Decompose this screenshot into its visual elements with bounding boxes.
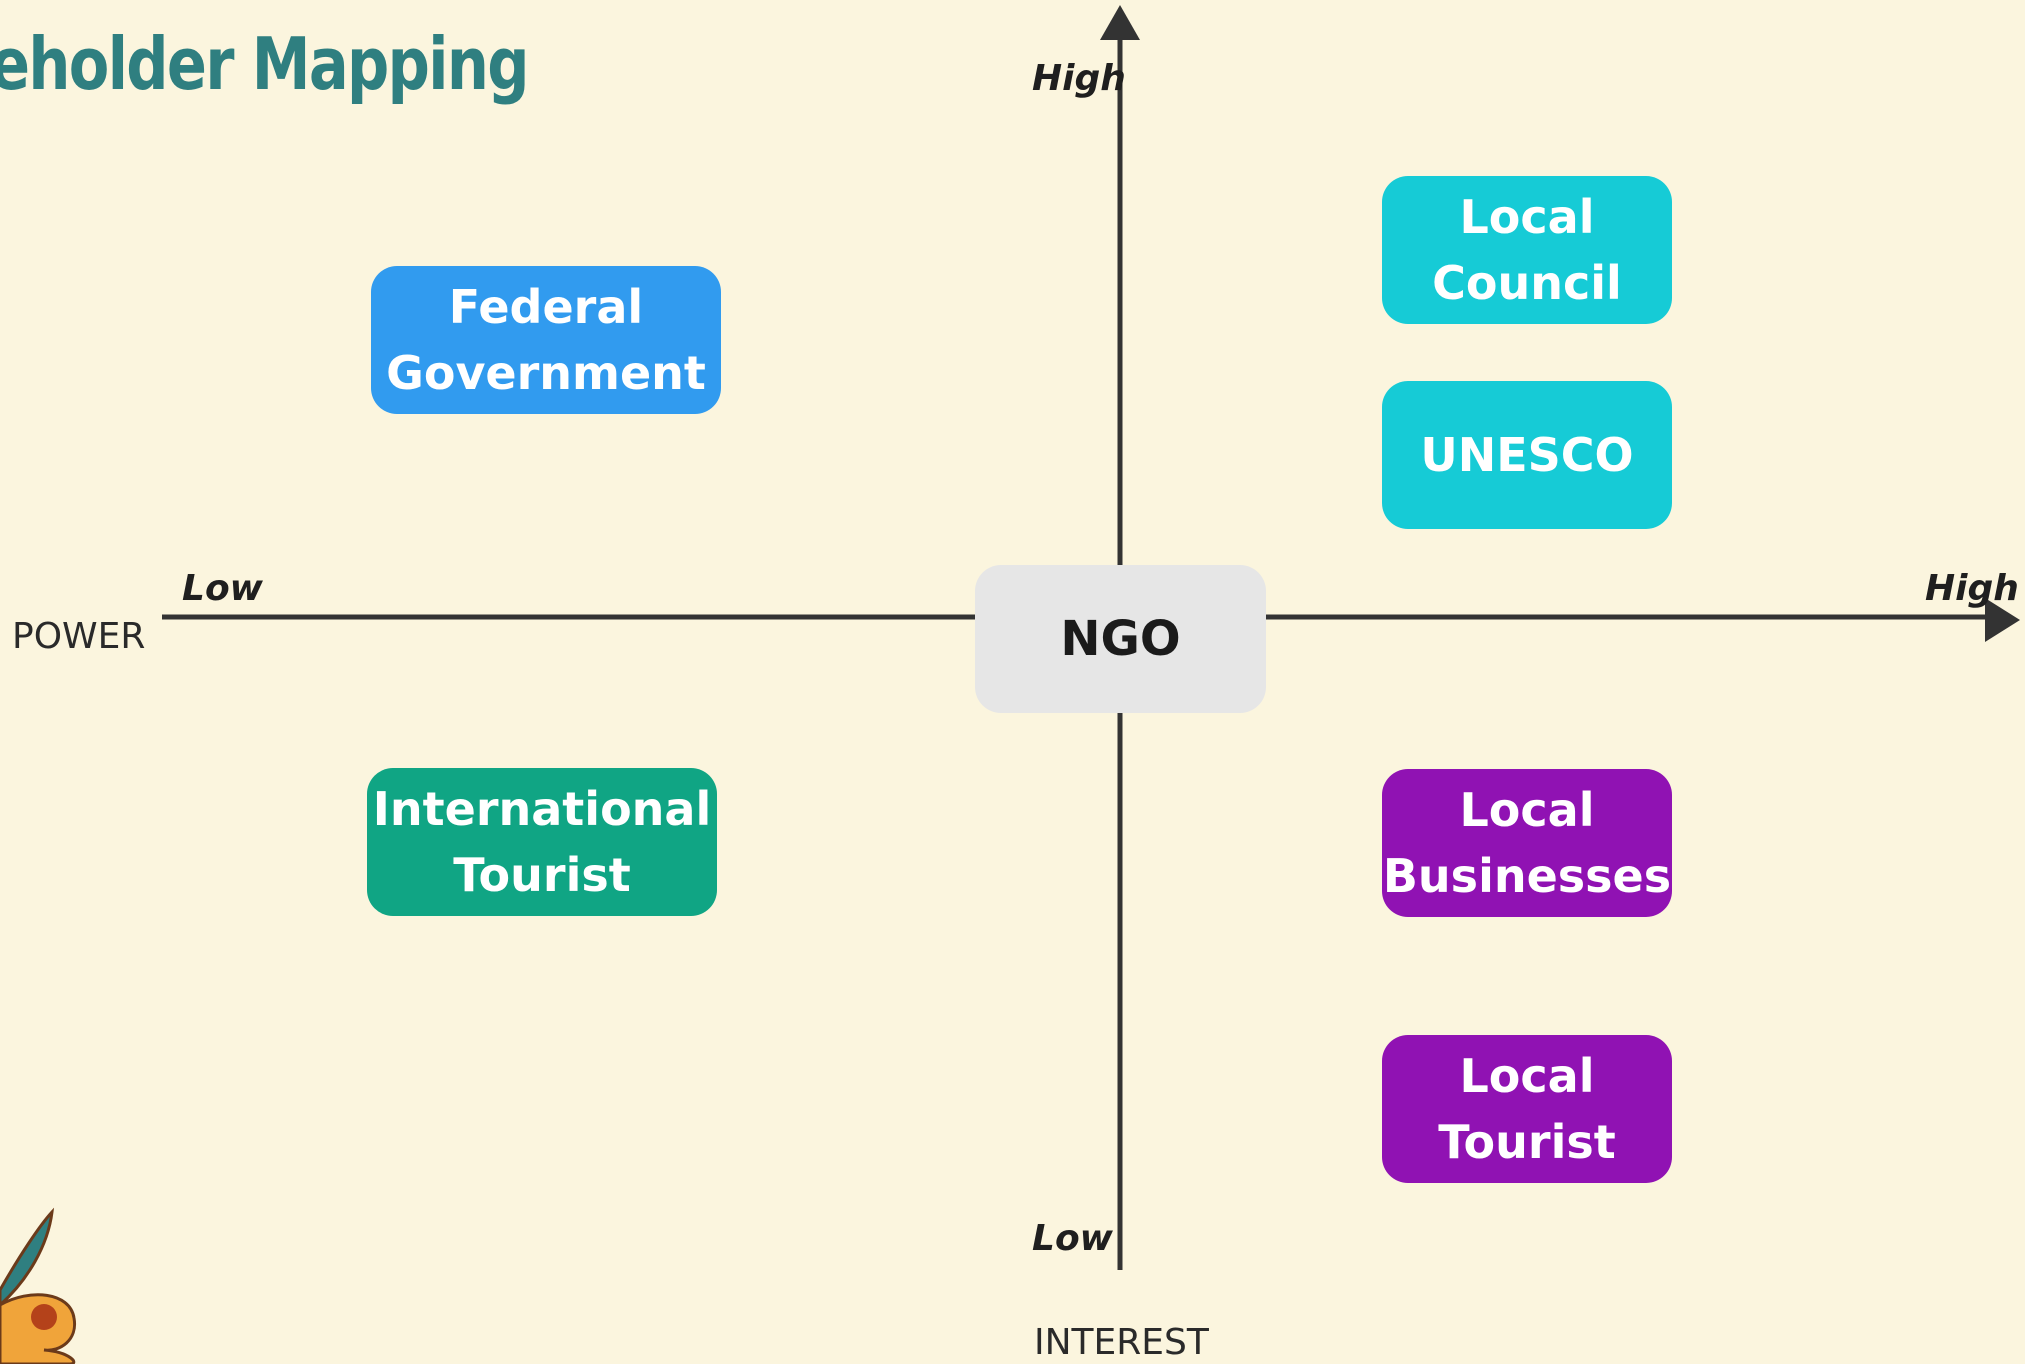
vertical-high-label: High xyxy=(1032,58,1126,99)
stakeholder-local-council: Local Council xyxy=(1382,176,1672,324)
horizontal-axis-label: POWER xyxy=(12,616,146,657)
horizontal-axis-arrowhead xyxy=(1985,598,2020,642)
flower-icon xyxy=(0,1293,77,1364)
center-node-ngo: NGO xyxy=(975,565,1266,713)
vertical-axis-arrowhead xyxy=(1100,5,1140,40)
flower-center-icon xyxy=(31,1304,57,1330)
leaf-icon xyxy=(0,1207,55,1308)
horizontal-high-label: High xyxy=(1925,568,2019,609)
vertical-low-label: Low xyxy=(1032,1218,1113,1259)
stakeholder-unesco: UNESCO xyxy=(1382,381,1672,529)
page-title: eholder Mapping xyxy=(0,22,530,106)
stakeholder-international-tourist: International Tourist xyxy=(367,768,717,916)
stakeholder-local-tourist: Local Tourist xyxy=(1382,1035,1672,1183)
stakeholder-local-businesses: Local Businesses xyxy=(1382,769,1672,917)
stakeholder-federal-government: Federal Government xyxy=(371,266,721,414)
horizontal-low-label: Low xyxy=(182,568,263,609)
vertical-axis-label: INTEREST xyxy=(1034,1322,1209,1363)
